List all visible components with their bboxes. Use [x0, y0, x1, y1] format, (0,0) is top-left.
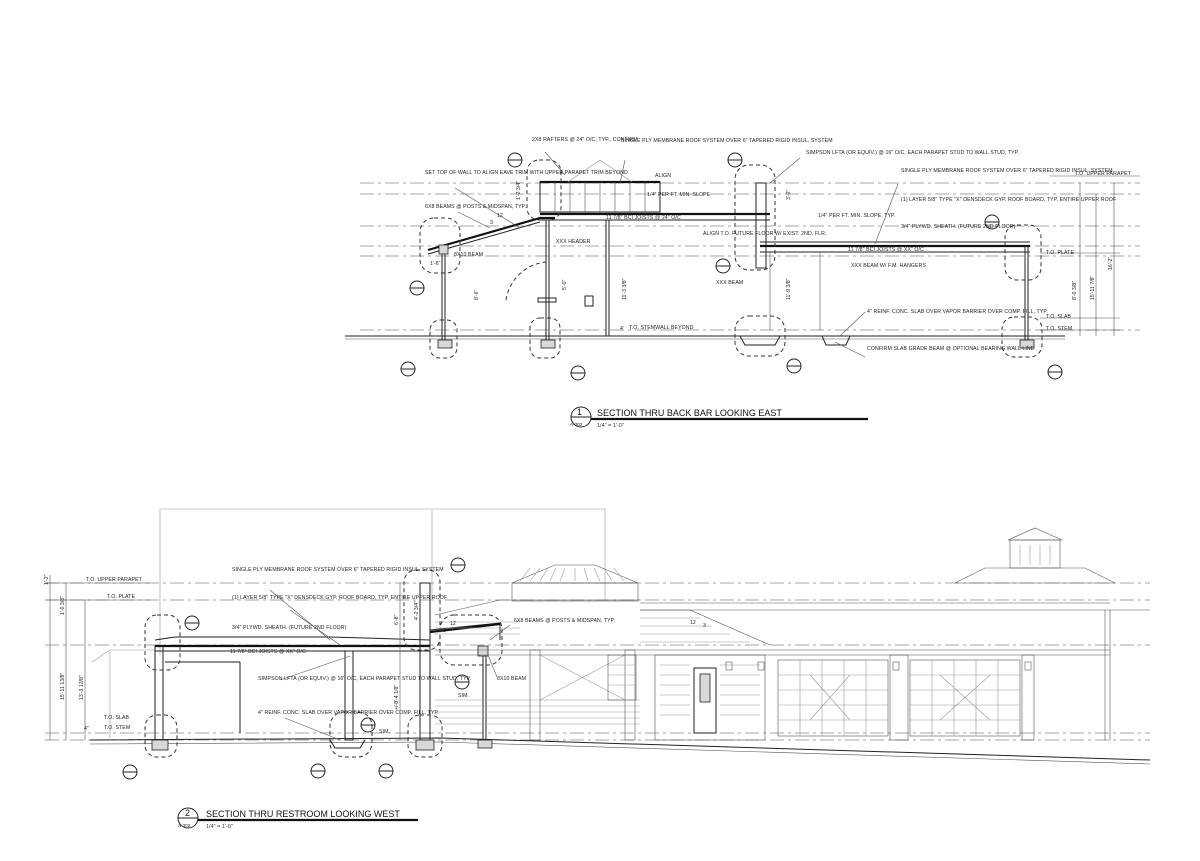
dim: 4' — [620, 326, 624, 332]
dim: 1'-2 3/4" — [516, 181, 522, 200]
note-joists: 11 7/8" BCI JOISTS @ XX" O/C — [230, 649, 306, 655]
dim: 6'-8" — [394, 615, 400, 625]
dim: 3 — [703, 623, 706, 629]
note-slope1: 1/4" PER FT. MIN. SLOPE — [647, 192, 711, 198]
dim: 4'-2 3/4" — [414, 601, 420, 620]
dim: 12 — [690, 620, 696, 626]
note-grade-beam: CONFIRM SLAB GRADE BEAM @ OPTIONAL BEARI… — [867, 346, 1035, 352]
label-to-stem: T.O. STEM — [104, 725, 130, 731]
dim: 15'-11 7/8" — [1090, 275, 1096, 300]
dim: 1'-0 3/8" — [60, 596, 66, 615]
note-plywd: 3/4" PLYWD. SHEATH. (FUTURE 2ND FLOOR) — [232, 625, 347, 631]
label-to-slab: T.O. SLAB — [1046, 314, 1072, 320]
dim: 1'-6" — [430, 261, 440, 267]
note-align-future: ALIGN T.O. FUTURE FLOOR W/ EXIST. 2ND. F… — [703, 231, 827, 237]
dim: +/-8'-4 1/8" — [394, 685, 400, 710]
dim: 3 — [490, 220, 493, 226]
note-8x10-beam: 8X10 BEAM — [497, 676, 526, 682]
note-align: ALIGN — [655, 173, 671, 179]
dim: 1'-2" — [44, 575, 50, 585]
section-scale: 1/4" = 1'-0" — [206, 824, 233, 830]
note-membrane-left: SINGLE PLY MEMBRANE ROOF SYSTEM OVER 6" … — [621, 138, 833, 144]
section-1-drawing — [345, 151, 1140, 428]
dim: 8'-6" — [474, 290, 480, 300]
note-xxx-beam: XXX BEAM — [716, 280, 743, 286]
section-number: 2 — [185, 808, 190, 818]
label-to-stem: T.O. STEM — [1046, 326, 1072, 332]
section-title: SECTION THRU RESTROOM LOOKING WEST — [206, 809, 400, 819]
section-title: SECTION THRU BACK BAR LOOKING EAST — [597, 408, 782, 418]
dim: 8'-0 3/8" — [1072, 281, 1078, 300]
note-slope2: 1/4" PER FT. MIN. SLOPE, TYP. — [818, 213, 896, 219]
label-to-upper-parapet: T.O. UPPER PARAPET — [1075, 171, 1132, 177]
dim: 15'-11 13/8" — [60, 673, 66, 700]
note-set-top: SET TOP OF WALL TO ALIGN EAVE TRIM WITH … — [425, 170, 628, 176]
note-membrane-right: SINGLE PLY MEMBRANE ROOF SYSTEM OVER 6" … — [901, 168, 1113, 174]
section-1-title: 1 A-302 SECTION THRU BACK BAR LOOKING EA… — [570, 407, 782, 429]
note-simpson: SIMPSON LFTA (OR EQUIV.) @ 16" O/C, EACH… — [806, 150, 1019, 156]
note-8x10-beam: 8X10 BEAM — [454, 252, 483, 258]
dim: 4" — [84, 726, 89, 732]
dim: 3 — [443, 628, 446, 634]
note-xxx-beam-w: XXX BEAM W/ F.M. HANGERS — [851, 263, 926, 269]
note-simpson: SIMPSON LFTA (OR EQUIV.) @ 16" O/C, EACH… — [258, 676, 471, 682]
note-stemwall: T.O. STEMWALL BEYOND — [629, 325, 694, 331]
dim: 12 — [450, 621, 456, 627]
note-joists1: 11 7/8" BCI JOISTS @ 24" O/C — [606, 215, 681, 221]
label-to-plate: T.O. PLATE — [107, 594, 135, 600]
note-gyp: (1) LAYER 5/8" TYPE "X" DENSDECK GYP. RO… — [232, 595, 447, 601]
label-to-plate: T.O. PLATE — [1046, 250, 1074, 256]
note-rafters: 2X8 RAFTERS @ 24" O/C, TYP., CONFIRM — [532, 137, 638, 143]
note-joists2: 11 7/8" BCI JOISTS @ XX" O/C — [848, 247, 924, 253]
note-membrane: SINGLE PLY MEMBRANE ROOF SYSTEM OVER 6" … — [232, 567, 444, 573]
dim: 5'-0" — [562, 280, 568, 290]
dim: 3'-2" — [786, 190, 792, 200]
note-header: XXX HEADER — [556, 239, 591, 245]
section-2-drawing — [45, 508, 1151, 829]
section-2-title: 2 A-302 SECTION THRU RESTROOM LOOKING WE… — [178, 808, 400, 830]
label-to-upper-parapet: T.O. UPPER PARAPET — [86, 577, 143, 583]
section-1-dims: 1'-2 3/4" 3'-2" 11'-3 3/8" 11'-9 3/8" 8'… — [430, 181, 1114, 332]
note-beams: 6X8 BEAMS @ POSTS & MIDSPAN, TYP. — [425, 204, 526, 210]
sheet-ref: A-302 — [178, 823, 191, 828]
section-1-notes: 2X8 RAFTERS @ 24" O/C, TYP., CONFIRM SIN… — [425, 137, 1132, 352]
note-plywd: 3/4" PLYWD. SHEATH. (FUTURE 2ND FLOOR) — [901, 224, 1016, 230]
note-sim-1: SIM. — [458, 693, 469, 699]
dim: 12 — [497, 213, 503, 219]
dim: 11'-9 3/8" — [786, 278, 792, 300]
section-number: 1 — [577, 407, 582, 417]
note-sim-2: SIM. — [379, 729, 390, 735]
note-beams: 6X8 BEAMS @ POSTS & MIDSPAN, TYP. — [514, 618, 615, 624]
dim: 11'-3 3/8" — [622, 278, 628, 300]
section-2-dims: 1'-2" 1'-0 3/8" 15'-11 13/8" 13'-3 13/8"… — [44, 575, 706, 732]
note-slab: 4" REINF. CONC. SLAB OVER VAPOR BARRIER … — [867, 309, 1048, 315]
section-scale: 1/4" = 1'-0" — [597, 423, 624, 429]
note-slab: 4" REINF. CONC. SLAB OVER VAPOR BARRIER … — [258, 710, 439, 716]
section-2-notes: SINGLE PLY MEMBRANE ROOF SYSTEM OVER 6" … — [86, 567, 615, 735]
dim: 13'-3 13/8" — [79, 675, 85, 700]
note-gyp: (1) LAYER 5/8" TYPE "X" DENSDECK GYP. RO… — [901, 197, 1116, 203]
dim: 16'-2" — [1108, 257, 1114, 270]
label-to-slab: T.O. SLAB — [104, 715, 130, 721]
sheet-ref: A-302 — [570, 422, 583, 427]
